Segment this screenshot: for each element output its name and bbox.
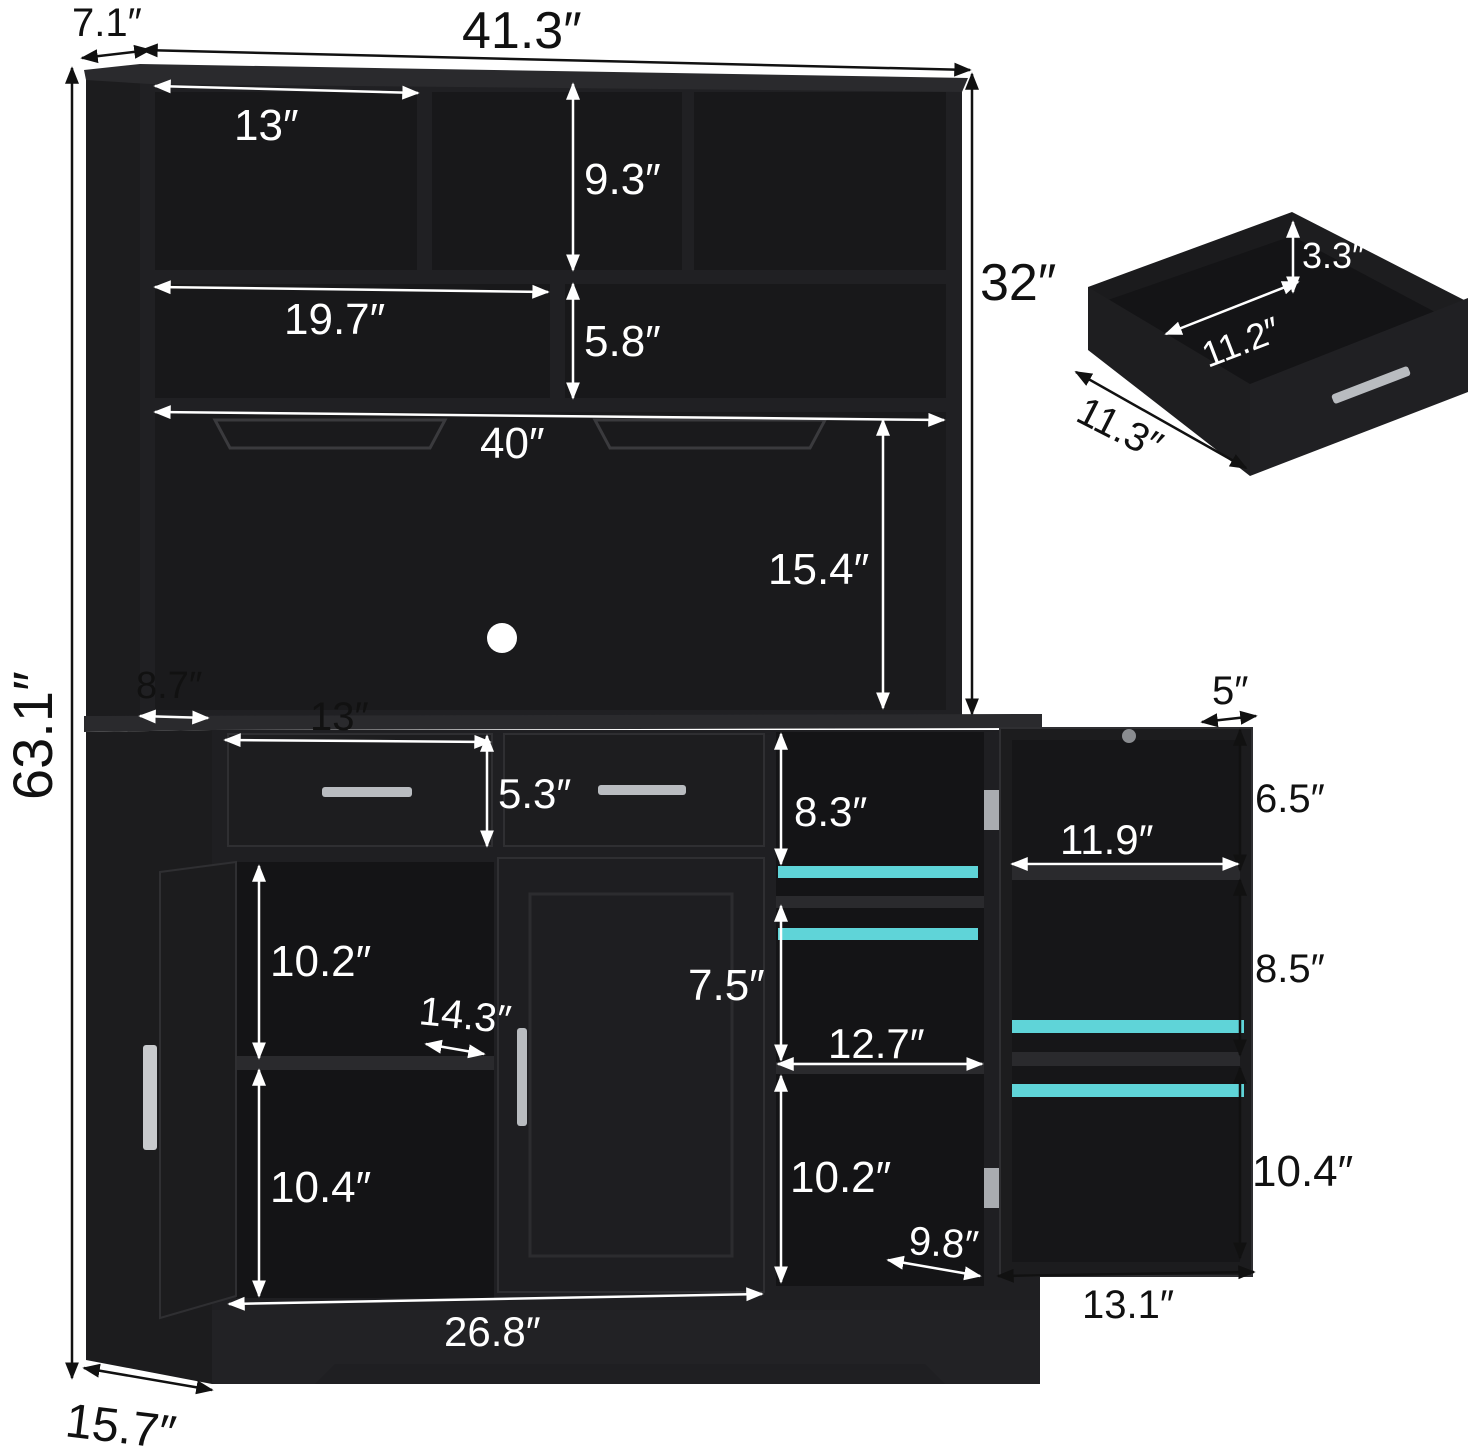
label-door-depth: 5″ <box>1212 669 1248 713</box>
label-door-low: 10.4″ <box>1252 1147 1353 1196</box>
shelf-right <box>565 284 946 398</box>
dim-line-drawer-width <box>223 733 492 749</box>
label-counter-depth: 8.7″ <box>136 665 202 707</box>
door-rack-bar <box>1012 1052 1240 1066</box>
cubby-left <box>155 92 417 270</box>
label-door-width: 13.1″ <box>1082 1283 1174 1327</box>
label-right-low: 10.2″ <box>790 1153 891 1202</box>
door-handle-icon <box>143 1045 157 1150</box>
label-bottom-depth: 15.7″ <box>63 1394 179 1446</box>
center-door <box>497 857 765 1293</box>
open-area <box>155 412 946 710</box>
drawer-handle-icon <box>322 787 412 797</box>
dimension-labels: 7.1″ 41.3″ 32″ 63.1″ 15.7″ 8.7″ 13″ 5″ 6… <box>1 1 1365 1446</box>
left-cabinet-shelf <box>236 1056 494 1070</box>
label-cubby-width: 13″ <box>234 101 299 150</box>
dim-line-mid-shelf-width <box>153 280 550 299</box>
label-cab-shelf-depth: 14.3″ <box>417 989 513 1042</box>
drawer-left <box>227 733 493 847</box>
dim-line-drawer-detail-inner <box>1164 280 1300 336</box>
label-drawer-height: 5.3″ <box>498 770 571 817</box>
label-cab-upper: 10.2″ <box>270 937 371 986</box>
cubby-middle <box>432 92 682 270</box>
dim-line-cab-total-width <box>227 1287 764 1311</box>
label-door-mid: 8.5″ <box>1255 947 1325 991</box>
led-strip <box>1012 1020 1244 1033</box>
dim-line-cab-shelf-depth <box>424 1039 486 1059</box>
left-open-door <box>159 860 237 1320</box>
dim-line-door-width <box>996 1265 1256 1283</box>
dim-line-open-width <box>153 405 946 427</box>
label-right-mid: 7.5″ <box>688 961 765 1010</box>
left-cabinet-interior <box>236 862 494 1298</box>
led-strip <box>778 866 978 878</box>
door-rack-back <box>1012 740 1240 1262</box>
center-door-panel <box>528 892 734 1258</box>
led-strip <box>778 928 978 940</box>
label-right-width: 12.7″ <box>828 1020 925 1067</box>
label-overall-height: 63.1″ <box>1 671 64 800</box>
drawer-handle-icon <box>1331 366 1411 404</box>
label-cab-lower: 10.4″ <box>270 1163 371 1212</box>
led-strip <box>1012 1084 1244 1097</box>
label-door-top: 6.5″ <box>1255 777 1325 821</box>
dim-line-counter-depth <box>138 709 210 725</box>
dimension-lines <box>65 43 1300 1395</box>
label-overall-width: 41.3″ <box>462 2 582 60</box>
drawer-detail-back <box>1292 212 1468 330</box>
label-mid-shelf-width: 19.7″ <box>284 295 385 344</box>
cable-hole-icon <box>487 623 517 653</box>
hutch-side-panel <box>86 72 150 720</box>
label-open-width: 40″ <box>480 419 545 468</box>
dim-line-drawer-detail-depth <box>1074 370 1248 470</box>
label-drawer-detail-height: 3.3″ <box>1302 235 1365 276</box>
label-drawer-width: 13″ <box>310 695 369 739</box>
base-kick <box>212 1310 1040 1384</box>
label-cab-total-width: 26.8″ <box>444 1308 541 1355</box>
dim-line-cubby-width <box>153 79 420 100</box>
shelf-left <box>155 284 550 398</box>
dim-line-door-depth <box>1200 710 1258 728</box>
cubby-right <box>694 92 946 270</box>
door-rack-bar <box>1012 866 1240 880</box>
dim-line-bottom-depth <box>82 1363 214 1395</box>
label-cubby-height: 9.3″ <box>584 155 661 204</box>
label-door-rack-width: 11.9″ <box>1060 816 1154 863</box>
right-cabinet-shelf <box>776 896 984 908</box>
dim-line-overall-width <box>140 43 972 77</box>
dim-line-top-depth <box>80 44 152 64</box>
drawer-handle-icon <box>598 785 686 795</box>
door-lock-icon <box>1122 729 1136 743</box>
label-right-depth: 9.8″ <box>907 1219 980 1268</box>
counter-top <box>84 714 1042 732</box>
label-upper-height: 32″ <box>980 254 1056 312</box>
label-top-depth: 7.1″ <box>72 1 142 45</box>
cabinet-hutch <box>84 64 968 720</box>
label-mid-shelf-height: 5.8″ <box>584 317 661 366</box>
right-cabinet-interior <box>776 732 984 1286</box>
label-open-height: 15.4″ <box>768 545 869 594</box>
door-handle-icon <box>517 1028 527 1126</box>
dim-line-right-depth <box>886 1255 982 1281</box>
label-right-top: 8.3″ <box>794 788 867 835</box>
